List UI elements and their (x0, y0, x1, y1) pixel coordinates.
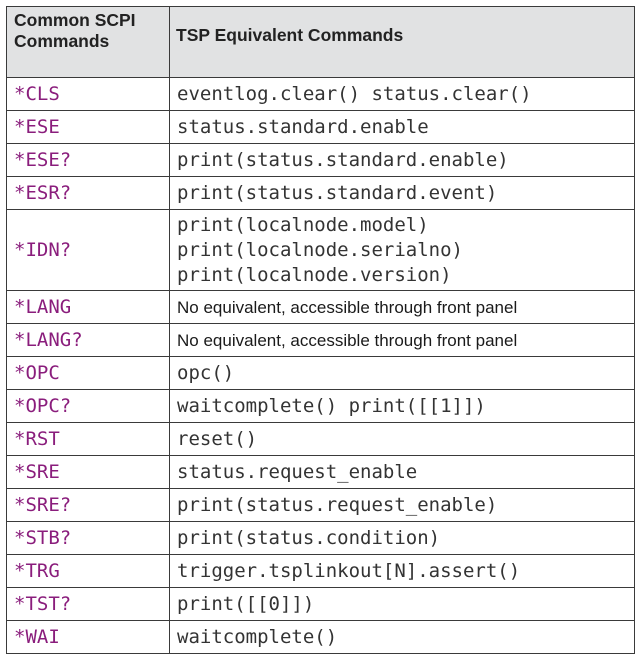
tsp-equivalent-cell: reset() (169, 422, 635, 456)
tsp-equivalent-cell: No equivalent, accessible through front … (169, 290, 635, 324)
table-header-row: Common SCPI Commands TSP Equivalent Comm… (6, 6, 635, 78)
tsp-command-line: print(localnode.version) (177, 263, 452, 286)
table-row: *WAI waitcomplete() (6, 620, 635, 654)
tsp-equivalent-cell: opc() (169, 356, 635, 390)
header-common-scpi-commands: Common SCPI Commands (6, 6, 170, 78)
table-row: *OPC? waitcomplete() print([[1]]) (6, 389, 635, 423)
table-row: *ESR? print(status.standard.event) (6, 176, 635, 210)
scpi-command-cell: *SRE? (6, 488, 170, 522)
tsp-command-line: trigger.tsplinkout[N].assert() (177, 559, 521, 582)
tsp-equivalent-cell: print(status.standard.event) (169, 176, 635, 210)
tsp-equivalent-cell: status.request_enable (169, 455, 635, 489)
scpi-command-cell: *OPC? (6, 389, 170, 423)
table-body: *CLS eventlog.clear() status.clear() *ESE s… (6, 77, 635, 654)
scpi-command-cell: *SRE (6, 455, 170, 489)
header-col1-line2: Commands (14, 31, 110, 51)
tsp-equivalent-cell: print(status.request_enable) (169, 488, 635, 522)
scpi-command-cell: *OPC (6, 356, 170, 390)
scpi-command-cell: *TRG (6, 554, 170, 588)
tsp-command-line: print(status.condition) (177, 526, 441, 549)
scpi-command-cell: *ESR? (6, 176, 170, 210)
table-row: *SRE? print(status.request_enable) (6, 488, 635, 522)
tsp-equivalent-cell: waitcomplete() print([[1]]) (169, 389, 635, 423)
tsp-equivalent-cell: No equivalent, accessible through front … (169, 323, 635, 357)
tsp-command-line: print([[0]]) (177, 592, 315, 615)
scpi-command-cell: *WAI (6, 620, 170, 654)
scpi-tsp-command-table: Common SCPI Commands TSP Equivalent Comm… (6, 6, 635, 654)
scpi-command-cell: *STB? (6, 521, 170, 555)
header-tsp-equivalent-commands: TSP Equivalent Commands (169, 6, 635, 78)
table-row: *IDN?print(localnode.model)print(localno… (6, 209, 635, 291)
tsp-command-line: print(status.request_enable) (177, 493, 498, 516)
table-row: *OPC opc() (6, 356, 635, 390)
scpi-command-cell: *IDN? (6, 209, 170, 291)
tsp-command-line: print(localnode.model) (177, 213, 429, 236)
table-row: *ESE status.standard.enable (6, 110, 635, 144)
table-row: *LANG?No equivalent, accessible through … (6, 323, 635, 357)
table-row: *SRE status.request_enable (6, 455, 635, 489)
table-row: *ESE? print(status.standard.enable) (6, 143, 635, 177)
tsp-equivalent-cell: print(status.condition) (169, 521, 635, 555)
scpi-command-cell: *TST? (6, 587, 170, 621)
table-row: *STB? print(status.condition) (6, 521, 635, 555)
table-row: *TST? print([[0]]) (6, 587, 635, 621)
tsp-equivalent-cell: waitcomplete() (169, 620, 635, 654)
tsp-command-line: status.standard.enable (177, 115, 429, 138)
scpi-command-cell: *RST (6, 422, 170, 456)
tsp-command-line: opc() (177, 361, 235, 384)
table-row: *TRG trigger.tsplinkout[N].assert() (6, 554, 635, 588)
tsp-equivalent-cell: status.standard.enable (169, 110, 635, 144)
tsp-command-line: waitcomplete() print([[1]]) (177, 394, 486, 417)
scpi-command-cell: *ESE? (6, 143, 170, 177)
scpi-command-cell: *LANG (6, 290, 170, 324)
tsp-command-line: print(localnode.serialno) (177, 238, 463, 261)
tsp-command-line: reset() (177, 427, 258, 450)
tsp-command-line: print(status.standard.event) (177, 181, 498, 204)
tsp-command-line: print(status.standard.enable) (177, 148, 509, 171)
header-col1-line1: Common SCPI (14, 10, 136, 30)
scpi-command-cell: *LANG? (6, 323, 170, 357)
tsp-equivalent-cell: print([[0]]) (169, 587, 635, 621)
table-row: *CLS eventlog.clear() status.clear() (6, 77, 635, 111)
tsp-command-line: eventlog.clear() status.clear() (177, 82, 532, 105)
tsp-equivalent-cell: eventlog.clear() status.clear() (169, 77, 635, 111)
tsp-equivalent-cell: print(localnode.model)print(localnode.se… (169, 209, 635, 291)
table-row: *RST reset() (6, 422, 635, 456)
tsp-equivalent-cell: trigger.tsplinkout[N].assert() (169, 554, 635, 588)
tsp-command-line: status.request_enable (177, 460, 418, 483)
scpi-command-cell: *ESE (6, 110, 170, 144)
scpi-command-cell: *CLS (6, 77, 170, 111)
tsp-equivalent-cell: print(status.standard.enable) (169, 143, 635, 177)
tsp-command-line: waitcomplete() (177, 625, 338, 648)
